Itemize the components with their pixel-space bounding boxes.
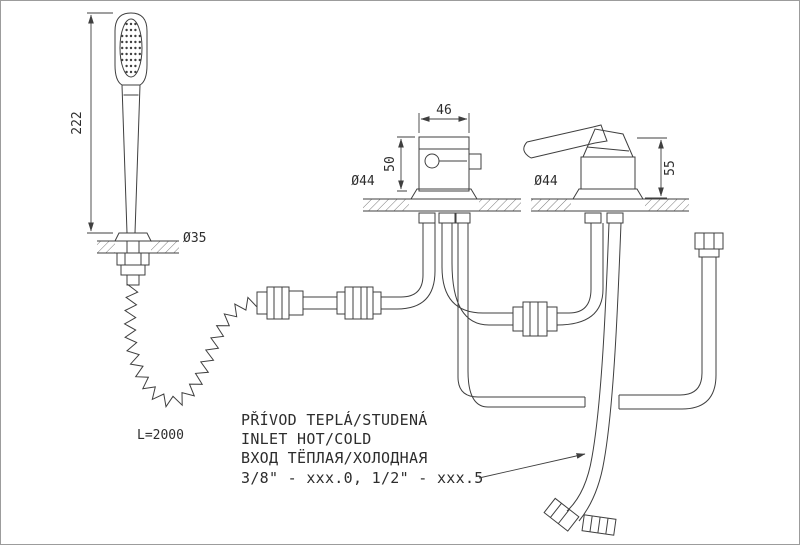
connection-hose-couplings [512, 223, 604, 337]
deck-section-right [531, 198, 689, 212]
inlet-hose [543, 222, 622, 536]
deck-section-middle [363, 198, 521, 212]
note-inlet-ru: ВХОД ТЁПЛАЯ/ХОЛОДНАЯ [241, 448, 428, 467]
hose-end-connector [581, 514, 617, 536]
note-inlet-en: INLET HOT/COLD [241, 430, 372, 448]
hand-shower [114, 12, 152, 286]
dim-diverter-width: 46 [418, 103, 470, 133]
note-thread-spec: 3/8" - xxx.0, 1/2" - xxx.5 [241, 469, 484, 487]
dim-mixer-height: 55 [637, 137, 678, 199]
shower-hose: L=2000 [123, 284, 257, 443]
hose-length-label: L=2000 [137, 428, 184, 443]
corrugated-hose-line [123, 284, 257, 409]
dim-diverter-height: 50 [383, 136, 415, 192]
note-inlet-cz: PŘÍVOD TEPLÁ/STUDENÁ [241, 410, 428, 429]
dim-label-handshower-base-dia: Ø35 [183, 231, 206, 246]
leader-arrow-icon [478, 453, 586, 479]
shower-spray-face-icon [121, 22, 141, 74]
dim-label-diverter-width: 46 [436, 103, 452, 118]
hose-end-fitting [543, 497, 580, 532]
deck-section-left: Ø35 [97, 231, 206, 254]
supply-elbow-pipe [618, 232, 724, 410]
dim-label-diverter-base-dia: Ø44 [351, 174, 375, 189]
dim-label-diverter-height: 50 [383, 156, 398, 172]
inlet-notes: PŘÍVOD TEPLÁ/STUDENÁ INLET HOT/COLD ВХОД… [241, 410, 586, 487]
hose-couplings [256, 253, 436, 320]
dim-handshower-length: 222 [70, 12, 113, 234]
dim-label-mixer-height: 55 [663, 160, 678, 176]
mixer-tap [523, 124, 644, 224]
diverter-valve [410, 136, 586, 408]
dim-label-mixer-base-dia: Ø44 [534, 174, 558, 189]
dim-label-handshower-length: 222 [70, 111, 85, 134]
